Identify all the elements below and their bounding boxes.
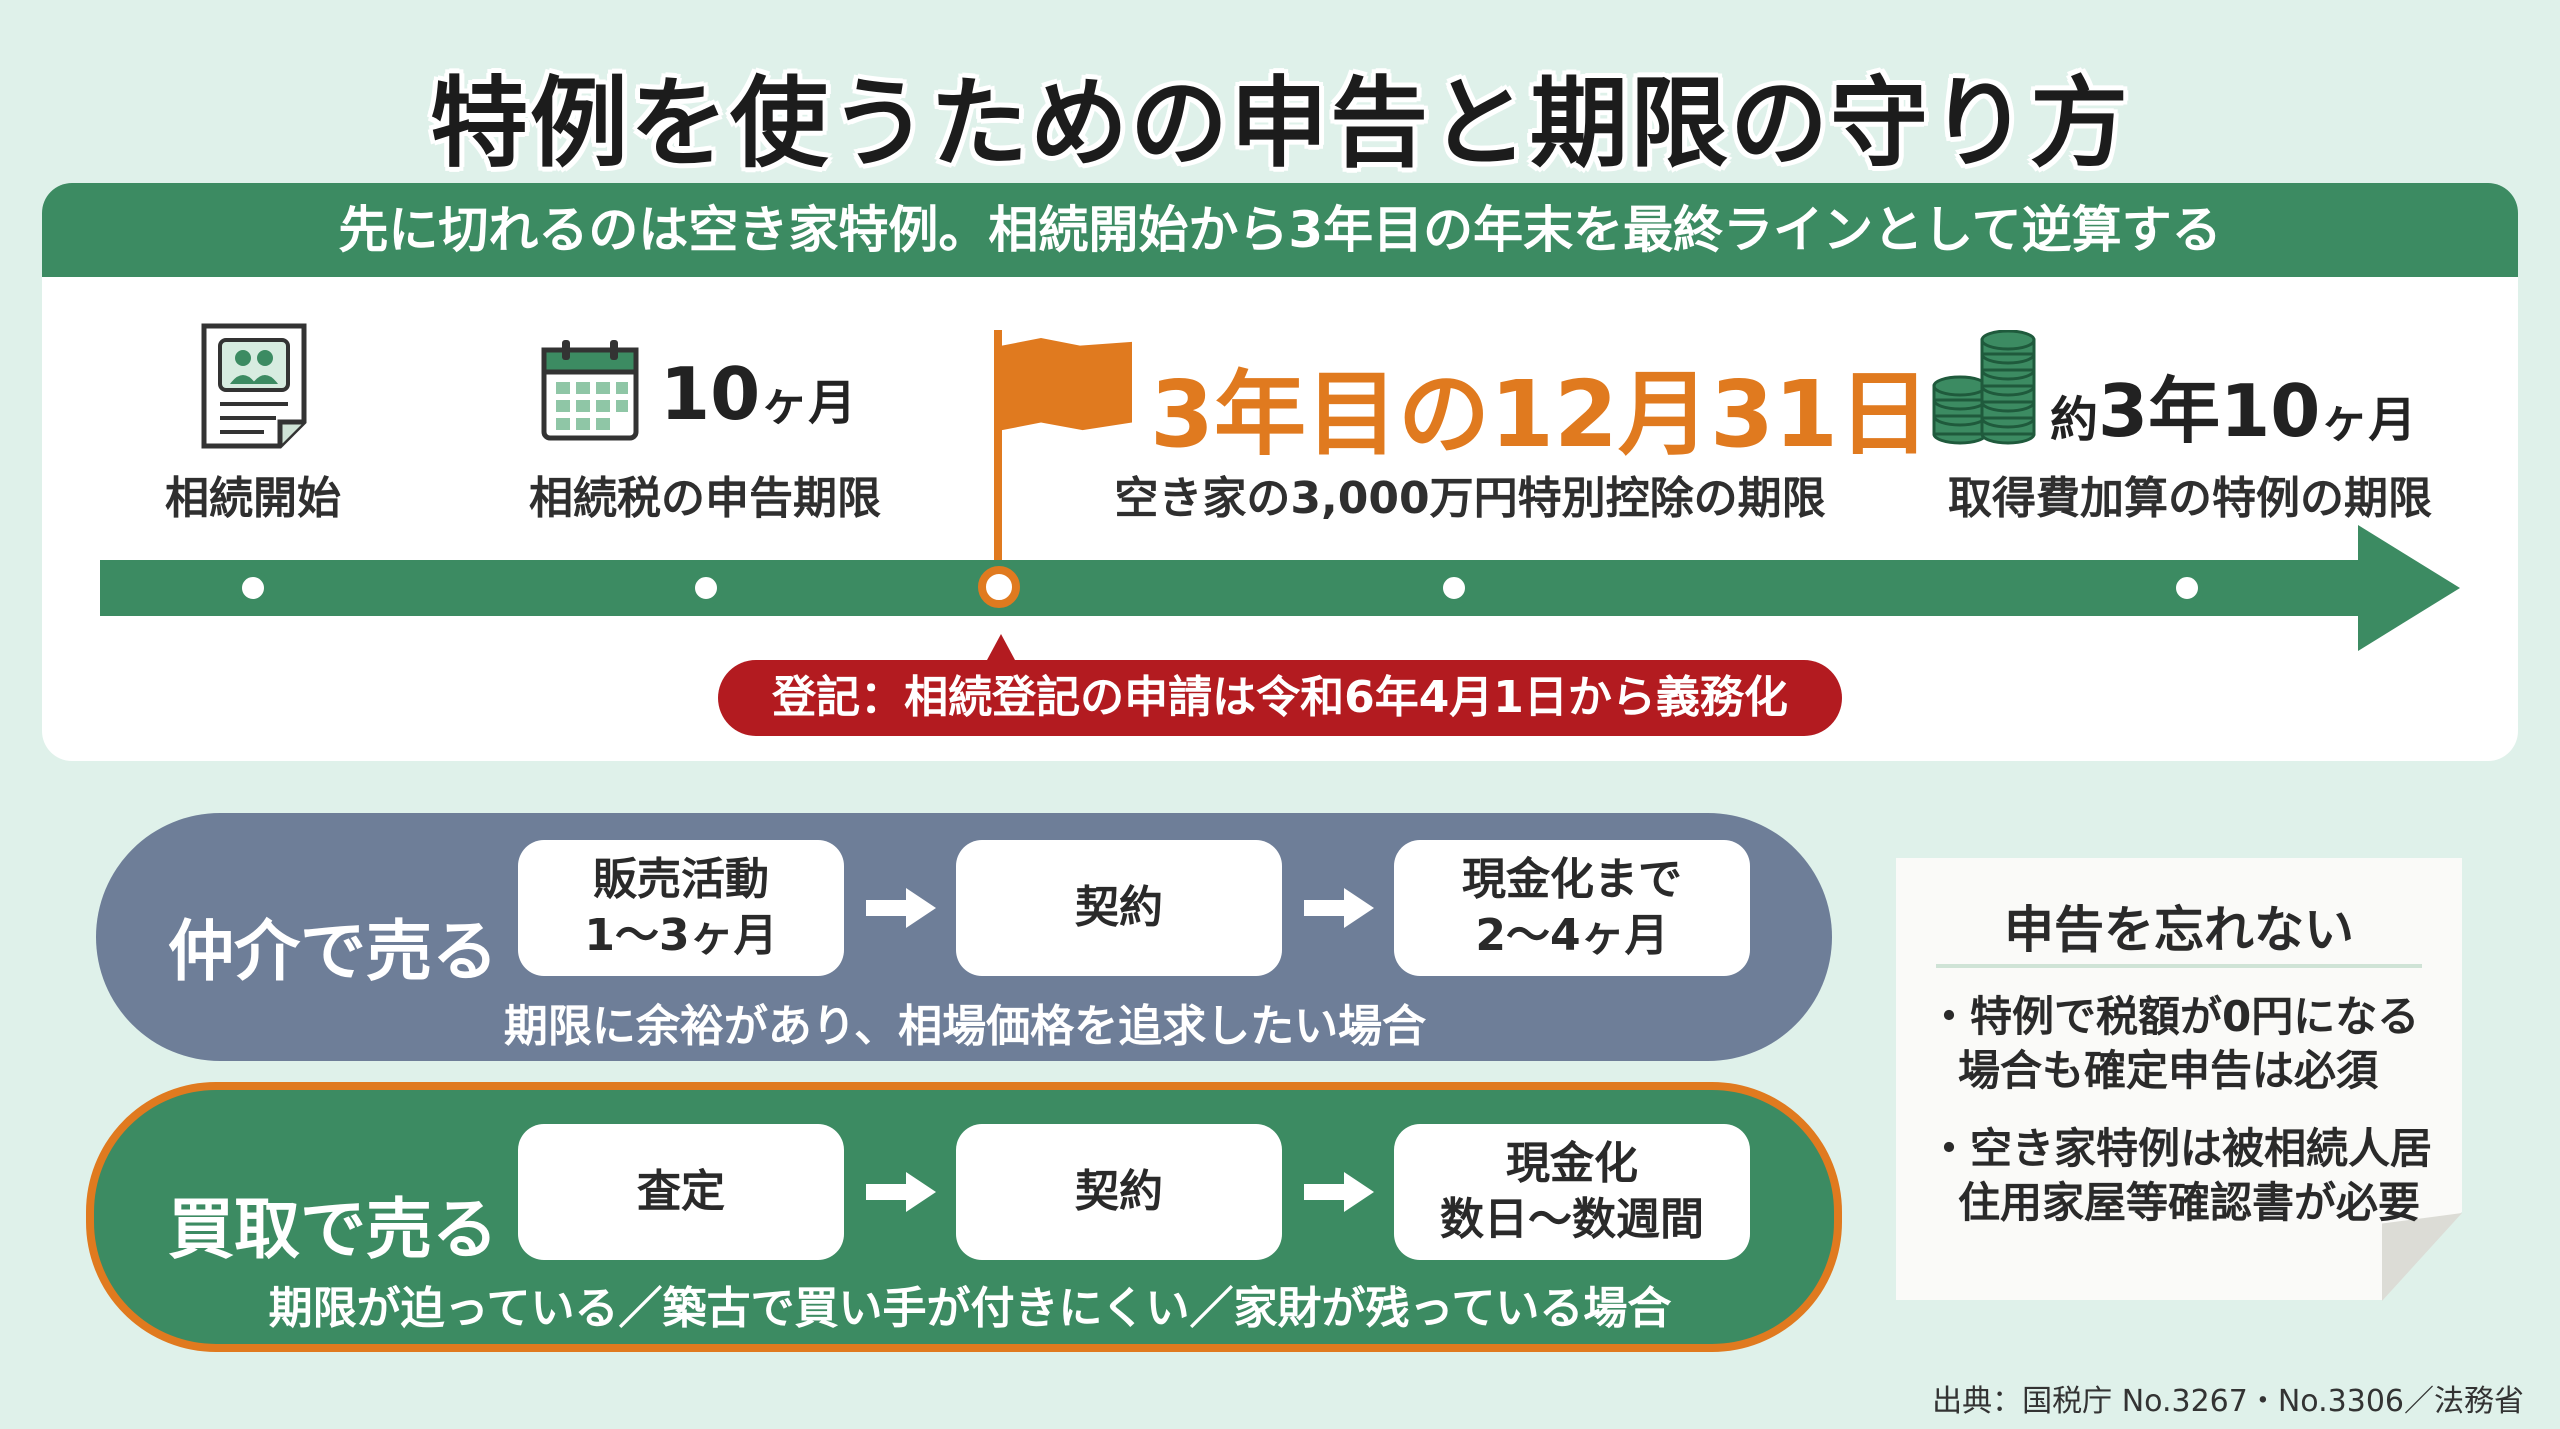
reminder-item: ・特例で税額が0円になる 場合も確定申告は必須 <box>1928 992 2420 1095</box>
flag-pole <box>994 330 1002 575</box>
milestone-tax-filing-label: 相続税の申告期限 <box>529 473 881 524</box>
page-title: 特例を使うための申告と期限の守り方 <box>429 67 2130 181</box>
arrow-right-icon <box>866 1172 936 1212</box>
milestone-vacant-house-deduction-label: 空き家の3,000万円特別控除の期限 <box>1114 473 1826 524</box>
source-citation: 出典：国税庁 No.3267・No.3306／法務省 <box>1932 1384 2524 1419</box>
registry-obligation-note: 登記：相続登記の申請は令和6年4月1日から義務化 <box>718 660 1842 736</box>
timeline-dot-10-months <box>689 571 723 605</box>
flag-icon <box>1002 338 1132 431</box>
arrow-right-icon <box>866 888 936 928</box>
milestone-acquisition-cost-label: 取得費加算の特例の期限 <box>1948 473 2432 524</box>
buyout-caption: 期限が迫っている／築古で買い手が付きにくい／家財が残っている場合 <box>268 1283 1672 1334</box>
filing-reminder-title: 申告を忘れない <box>2004 901 2354 959</box>
timeline-dot-deadline <box>978 566 1020 608</box>
broker-step-contract: 契約 <box>956 840 1282 976</box>
milestone-10-months-value: 10ヶ月 <box>660 352 857 436</box>
broker-caption: 期限に余裕があり、相場価格を追求したい場合 <box>503 1001 1427 1052</box>
registry-pointer <box>987 634 1015 660</box>
filing-reminder-card <box>1896 858 2462 1300</box>
buyout-title: 買取で売る <box>168 1191 498 1268</box>
buyout-step-appraisal: 査定 <box>518 1124 844 1260</box>
timeline-dot-start <box>236 571 270 605</box>
broker-title: 仲介で売る <box>168 913 498 990</box>
timeline-dot-3y10m <box>2170 571 2204 605</box>
timeline-header: 先に切れるのは空き家特例。相続開始から3年目の年末を最終ラインとして逆算する <box>42 183 2518 277</box>
buyout-step-contract: 契約 <box>956 1124 1282 1260</box>
arrow-right-icon <box>1304 1172 1374 1212</box>
arrow-right-icon <box>1304 888 1374 928</box>
milestone-deadline-value: 3年目の12月31日 <box>1150 361 1931 468</box>
milestone-3y10m-value: 約3年10ヶ月 <box>2050 369 2417 453</box>
coins-icon <box>1932 330 2036 445</box>
document-people-icon <box>201 323 307 449</box>
filing-reminder-divider <box>1936 964 2422 968</box>
buyout-step-cash: 現金化数日〜数週間 <box>1394 1124 1750 1260</box>
reminder-item: ・空き家特例は被相続人居 住用家屋等確認書が必要 <box>1928 1124 2433 1227</box>
timeline-bar <box>100 560 2385 616</box>
calendar-icon <box>541 340 639 441</box>
timeline-dot-mid <box>1437 571 1471 605</box>
timeline-arrowhead <box>2358 525 2460 651</box>
milestone-inheritance-start-label: 相続開始 <box>165 473 341 524</box>
